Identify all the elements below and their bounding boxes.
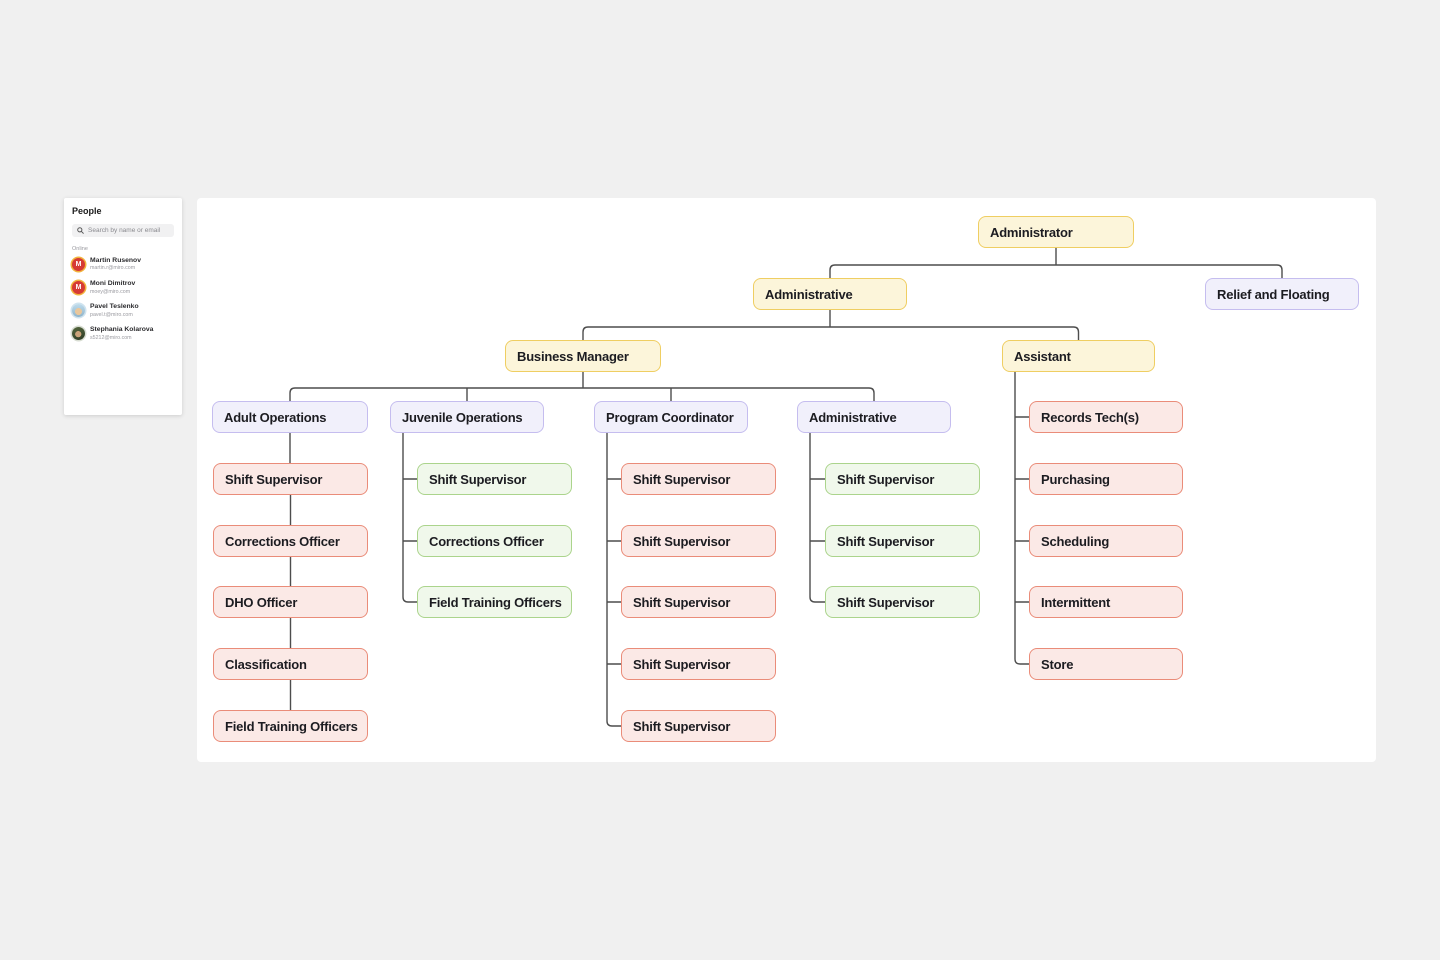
node-label: Shift Supervisor [633, 656, 731, 672]
node-juvenile-shift-supervisor[interactable]: Shift Supervisor [417, 463, 572, 495]
node-pc-shift-supervisor-4[interactable]: Shift Supervisor [621, 648, 776, 680]
node-juvenile-corrections-officer[interactable]: Corrections Officer [417, 525, 572, 557]
avatar: M [72, 258, 85, 272]
node-label: DHO Officer [225, 594, 298, 610]
node-label: Shift Supervisor [633, 594, 731, 610]
node-label: Shift Supervisor [837, 471, 935, 487]
node-administrative-unit[interactable]: Administrative [797, 401, 951, 433]
node-label: Administrative [809, 409, 897, 425]
node-pc-shift-supervisor-5[interactable]: Shift Supervisor [621, 710, 776, 742]
node-juvenile-operations[interactable]: Juvenile Operations [390, 401, 544, 433]
node-pc-shift-supervisor-2[interactable]: Shift Supervisor [621, 525, 776, 557]
node-admin-shift-supervisor-3[interactable]: Shift Supervisor [825, 586, 980, 618]
node-label: Shift Supervisor [225, 471, 323, 487]
avatar [72, 304, 85, 318]
node-business-manager[interactable]: Business Manager [505, 340, 661, 372]
person-email: martin.r@miro.com [90, 265, 136, 272]
person-email: pavel.t@miro.com [90, 311, 133, 318]
node-admin-shift-supervisor-1[interactable]: Shift Supervisor [825, 463, 980, 495]
node-label: Relief and Floating [1217, 286, 1330, 302]
node-assistant[interactable]: Assistant [1002, 340, 1155, 372]
node-purchasing[interactable]: Purchasing [1029, 463, 1183, 495]
node-label: Business Manager [517, 348, 629, 364]
person-email: moey@miro.com [90, 288, 131, 295]
node-relief-and-floating[interactable]: Relief and Floating [1205, 278, 1359, 310]
node-label: Juvenile Operations [402, 409, 523, 425]
node-label: Records Tech(s) [1041, 409, 1139, 425]
people-panel-title: People [72, 206, 102, 216]
node-scheduling[interactable]: Scheduling [1029, 525, 1183, 557]
online-section-label: Online [72, 246, 88, 252]
search-icon [77, 227, 84, 234]
node-label: Classification [225, 656, 307, 672]
person-email: s5212@miro.com [90, 334, 132, 341]
node-label: Shift Supervisor [633, 471, 731, 487]
node-dho-officer[interactable]: DHO Officer [213, 586, 368, 618]
node-classification[interactable]: Classification [213, 648, 368, 680]
node-label: Shift Supervisor [633, 718, 731, 734]
node-adult-operations[interactable]: Adult Operations [212, 401, 368, 433]
org-chart-connectors [289, 247, 1283, 727]
node-label: Intermittent [1041, 594, 1111, 610]
node-adult-corrections-officer[interactable]: Corrections Officer [213, 525, 368, 557]
node-adult-shift-supervisor[interactable]: Shift Supervisor [213, 463, 368, 495]
node-adult-field-training-officers[interactable]: Field Training Officers [213, 710, 368, 742]
node-label: Adult Operations [224, 409, 327, 425]
node-pc-shift-supervisor-3[interactable]: Shift Supervisor [621, 586, 776, 618]
node-juvenile-field-training-officers[interactable]: Field Training Officers [417, 586, 572, 618]
node-label: Field Training Officers [225, 718, 358, 734]
node-label: Administrative [765, 286, 853, 302]
node-label: Administrator [990, 224, 1073, 240]
person-name: Moni Dimitrov [90, 280, 136, 288]
node-administrative[interactable]: Administrative [753, 278, 907, 310]
node-label: Assistant [1014, 348, 1071, 364]
node-label: Purchasing [1041, 471, 1110, 487]
node-label: Shift Supervisor [429, 471, 527, 487]
node-label: Shift Supervisor [837, 594, 935, 610]
people-panel: People Online M Martin Rusenovmartin.r@mi… [64, 198, 182, 415]
people-search-box[interactable] [72, 224, 174, 237]
node-label: Store [1041, 656, 1074, 672]
node-label: Program Coordinator [606, 409, 734, 425]
node-label: Shift Supervisor [633, 533, 731, 549]
node-label: Shift Supervisor [837, 533, 935, 549]
avatar: M [72, 281, 85, 295]
person-name: Martin Rusenov [90, 257, 141, 264]
node-program-coordinator[interactable]: Program Coordinator [594, 401, 748, 433]
node-label: Scheduling [1041, 533, 1110, 549]
node-intermittent[interactable]: Intermittent [1029, 586, 1183, 618]
node-label: Corrections Officer [225, 533, 340, 549]
node-label: Corrections Officer [429, 533, 544, 549]
node-pc-shift-supervisor-1[interactable]: Shift Supervisor [621, 463, 776, 495]
person-name: Stephania Kolarova [90, 326, 154, 334]
node-label: Field Training Officers [429, 594, 562, 610]
person-name: Pavel Teslenko [90, 303, 139, 311]
people-search-input[interactable] [88, 227, 169, 234]
node-administrator[interactable]: Administrator [978, 216, 1134, 248]
node-admin-shift-supervisor-2[interactable]: Shift Supervisor [825, 525, 980, 557]
avatar [72, 327, 85, 341]
node-records-techs[interactable]: Records Tech(s) [1029, 401, 1183, 433]
node-store[interactable]: Store [1029, 648, 1183, 680]
